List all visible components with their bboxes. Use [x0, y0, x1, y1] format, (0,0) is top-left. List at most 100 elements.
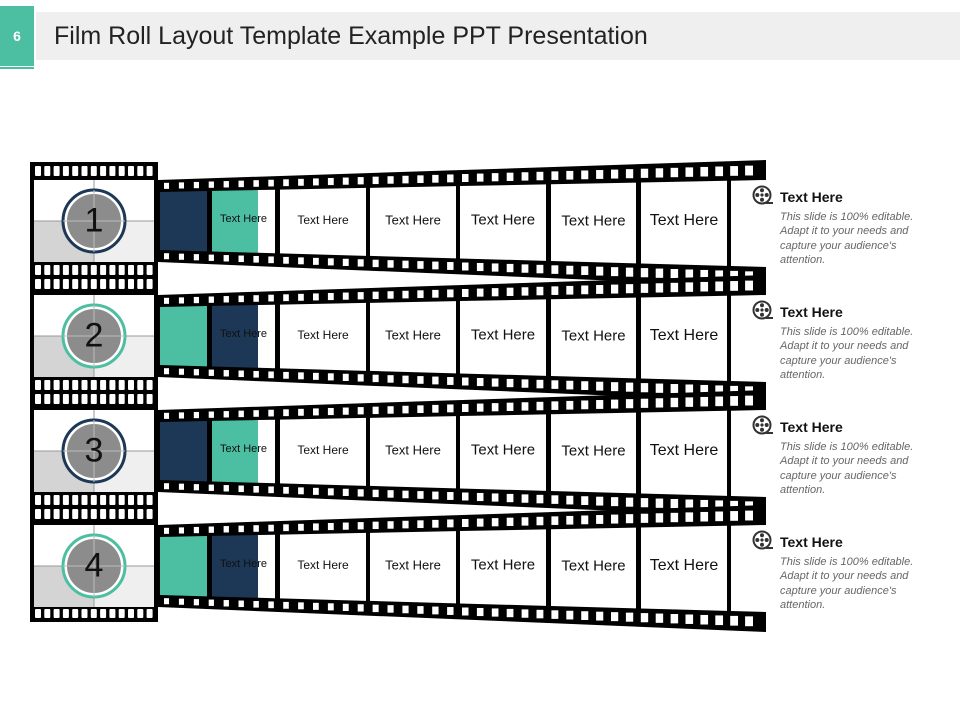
caption-body: This slide is 100% editable. Adapt it to… — [780, 211, 914, 267]
leader-perforation — [100, 265, 107, 275]
film-perforation — [566, 400, 574, 410]
film-perforation — [670, 499, 679, 509]
film-perforation — [670, 384, 679, 394]
film-perforation — [208, 369, 214, 376]
film-perforation — [342, 603, 349, 611]
film-perforation — [476, 262, 484, 272]
film-perforation — [283, 601, 289, 609]
film-perforation — [581, 170, 589, 180]
film-perforation — [387, 521, 394, 529]
film-perforation — [402, 375, 409, 384]
leader-perforation — [81, 265, 88, 275]
film-frame-edge — [258, 189, 275, 254]
film-perforation — [432, 289, 439, 298]
leader-perforation — [72, 166, 79, 176]
film-perforation — [596, 381, 604, 391]
leader-perforation — [81, 495, 88, 505]
film-perforation — [178, 598, 185, 605]
film-perforation — [298, 523, 304, 531]
film-perforation — [238, 295, 244, 303]
film-perforation — [745, 395, 753, 406]
film-perforation — [447, 519, 454, 528]
film-perforation — [402, 175, 409, 184]
film-frame — [160, 191, 207, 252]
leader-perforation — [62, 509, 69, 519]
film-perforation — [193, 254, 199, 261]
film-frame — [212, 190, 258, 253]
leader-perforation — [118, 609, 125, 618]
leader-perforation — [72, 495, 79, 505]
film-frame — [460, 529, 546, 606]
film-perforation — [506, 517, 514, 526]
leader-perforation — [35, 394, 41, 404]
film-perforation — [476, 403, 484, 412]
film-perforation — [611, 267, 619, 277]
film-perforation — [536, 379, 544, 389]
film-perforation — [387, 375, 394, 383]
film-perforation — [387, 406, 394, 414]
film-perforation — [447, 492, 454, 500]
film-perforation — [283, 294, 289, 302]
film-perforation — [372, 176, 379, 185]
leader-perforation — [72, 279, 79, 289]
film-perforation — [566, 170, 574, 180]
film-frame — [641, 180, 727, 266]
film-perforation — [283, 524, 289, 532]
film-frame — [160, 306, 207, 367]
leader-perforation — [44, 166, 51, 176]
film-strip-2 — [158, 275, 766, 402]
frame-label: Text Here — [385, 212, 441, 228]
film-frame-edge — [258, 419, 275, 484]
film-perforation — [506, 263, 514, 273]
film-perforation — [700, 396, 709, 407]
leader-perforation — [81, 609, 88, 618]
frame-label: Text Here — [297, 212, 349, 227]
film-perforation — [253, 600, 259, 608]
leader-perforation — [90, 265, 97, 275]
film-frame — [212, 305, 258, 368]
film-perforation — [342, 292, 349, 300]
film-frame — [212, 420, 258, 483]
film-perforation — [313, 293, 319, 301]
film-frame — [160, 421, 207, 482]
film-perforation — [611, 612, 619, 622]
film-perforation — [342, 177, 349, 185]
leader-frame-3 — [34, 410, 154, 492]
leader-perforation — [35, 509, 41, 519]
film-perforation — [715, 511, 724, 522]
leader-perforation — [137, 609, 144, 618]
film-perforation — [655, 383, 664, 393]
film-perforation — [238, 525, 244, 533]
leader-perforation — [62, 265, 69, 275]
film-perforation — [581, 611, 589, 621]
film-frame — [280, 302, 366, 371]
film-perforation — [730, 166, 739, 176]
film-perforation — [655, 168, 664, 178]
leader-perforation — [146, 509, 153, 519]
film-perforation — [581, 400, 589, 410]
film-perforation — [611, 382, 619, 392]
film-perforation — [357, 374, 364, 382]
film-perforation — [715, 396, 724, 407]
leader-perforation — [137, 265, 144, 275]
leader-perforation — [53, 279, 60, 289]
slide-title: Film Roll Layout Template Example PPT Pr… — [54, 22, 648, 50]
film-perforation — [596, 496, 604, 506]
film-perforation — [685, 282, 694, 292]
leader-perforation — [44, 380, 51, 390]
film-perforation — [566, 610, 574, 620]
countdown-number-3: 3 — [84, 431, 104, 470]
film-perforation — [357, 177, 364, 185]
film-perforation — [164, 483, 170, 490]
film-perforation — [253, 410, 259, 417]
film-perforation — [700, 384, 709, 395]
frame-label: Text Here — [649, 212, 719, 230]
film-perforation — [342, 488, 349, 496]
leader-perforation — [118, 394, 125, 404]
film-perforation — [476, 173, 484, 182]
leader-perforation — [128, 380, 134, 390]
leader-perforation — [100, 609, 107, 618]
film-perforation — [253, 180, 259, 187]
film-perforation — [164, 253, 170, 260]
film-perforation — [208, 599, 214, 606]
